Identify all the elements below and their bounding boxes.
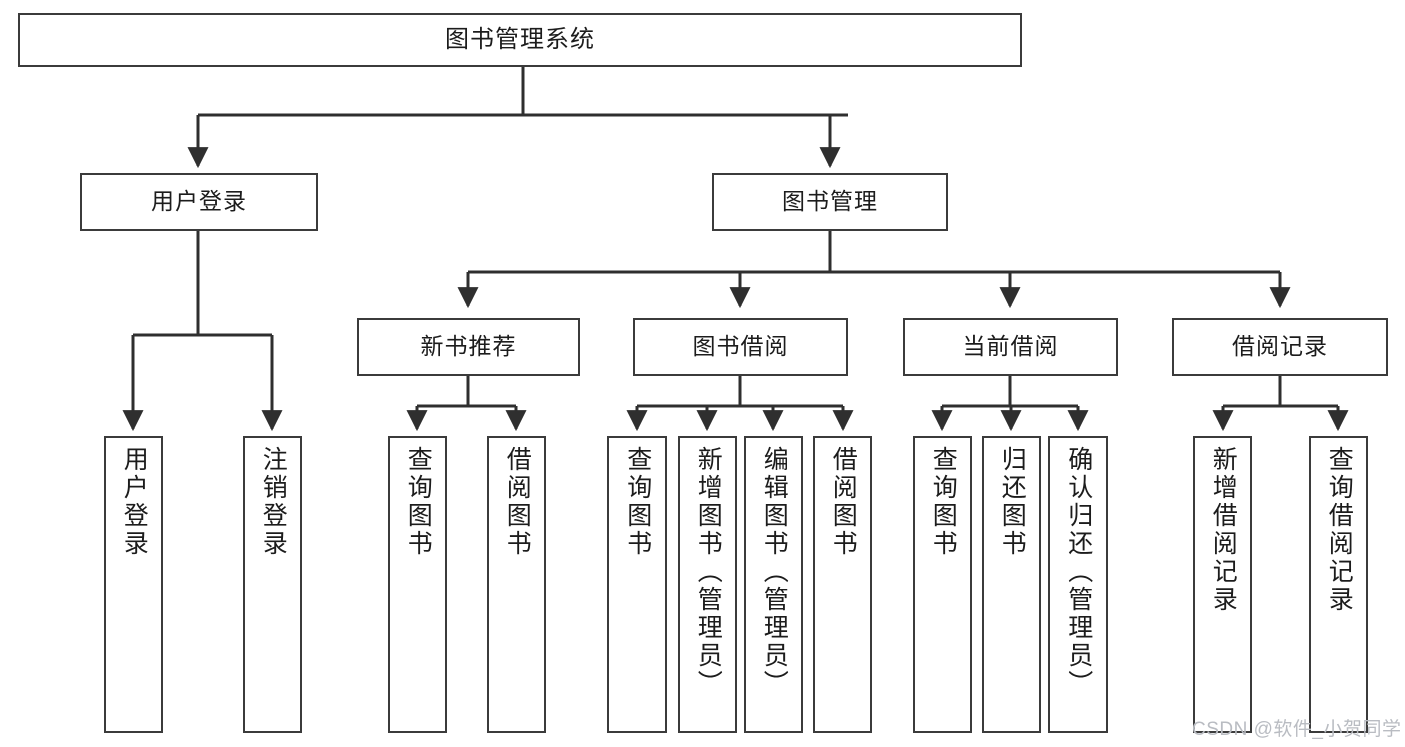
node-leaf-book-borrow-query[interactable]: 查询图书 (607, 436, 667, 733)
node-leaf-book-borrow-edit-label: 编辑图书（管理员） (760, 446, 789, 698)
node-root-system[interactable]: 图书管理系统 (18, 13, 1022, 67)
node-new-book-recommend[interactable]: 新书推荐 (357, 318, 580, 376)
node-leaf-new-book-borrow-label: 借阅图书 (503, 446, 532, 558)
node-leaf-new-book-query-label: 查询图书 (404, 446, 433, 558)
node-leaf-current-borrow-return-label: 归还图书 (998, 446, 1027, 558)
node-current-borrow-label: 当前借阅 (962, 333, 1059, 360)
node-book-manage-label: 图书管理 (782, 188, 878, 215)
node-leaf-current-borrow-query[interactable]: 查询图书 (913, 436, 972, 733)
node-leaf-book-borrow-borrow-label: 借阅图书 (829, 446, 858, 558)
node-book-borrow-label: 图书借阅 (692, 333, 789, 360)
node-leaf-user-login-login[interactable]: 用户登录 (104, 436, 163, 733)
node-new-book-recommend-label: 新书推荐 (420, 333, 517, 360)
node-borrow-record[interactable]: 借阅记录 (1172, 318, 1388, 376)
node-user-login-label: 用户登录 (151, 188, 247, 215)
node-leaf-current-borrow-query-label: 查询图书 (929, 446, 958, 558)
node-current-borrow[interactable]: 当前借阅 (903, 318, 1118, 376)
node-leaf-current-borrow-return[interactable]: 归还图书 (982, 436, 1041, 733)
node-leaf-borrow-record-add[interactable]: 新增借阅记录 (1193, 436, 1252, 733)
node-leaf-book-borrow-add-label: 新增图书（管理员） (694, 446, 723, 698)
node-leaf-book-borrow-add[interactable]: 新增图书（管理员） (678, 436, 737, 733)
node-book-manage[interactable]: 图书管理 (712, 173, 948, 231)
node-leaf-new-book-query[interactable]: 查询图书 (388, 436, 447, 733)
node-root-system-label: 图书管理系统 (445, 25, 595, 53)
node-leaf-user-login-logout-label: 注销登录 (259, 446, 288, 558)
node-leaf-user-login-logout[interactable]: 注销登录 (243, 436, 302, 733)
node-leaf-user-login-login-label: 用户登录 (120, 446, 149, 558)
node-leaf-borrow-record-query[interactable]: 查询借阅记录 (1309, 436, 1368, 733)
node-leaf-current-borrow-confirm[interactable]: 确认归还（管理员） (1048, 436, 1108, 733)
node-leaf-book-borrow-query-label: 查询图书 (623, 446, 652, 558)
node-leaf-current-borrow-confirm-label: 确认归还（管理员） (1064, 446, 1093, 698)
node-book-borrow[interactable]: 图书借阅 (633, 318, 848, 376)
node-borrow-record-label: 借阅记录 (1232, 333, 1328, 360)
node-leaf-book-borrow-edit[interactable]: 编辑图书（管理员） (744, 436, 803, 733)
node-leaf-borrow-record-query-label: 查询借阅记录 (1325, 446, 1354, 614)
node-leaf-new-book-borrow[interactable]: 借阅图书 (487, 436, 546, 733)
node-user-login[interactable]: 用户登录 (80, 173, 318, 231)
node-leaf-borrow-record-add-label: 新增借阅记录 (1209, 446, 1238, 614)
node-leaf-book-borrow-borrow[interactable]: 借阅图书 (813, 436, 872, 733)
